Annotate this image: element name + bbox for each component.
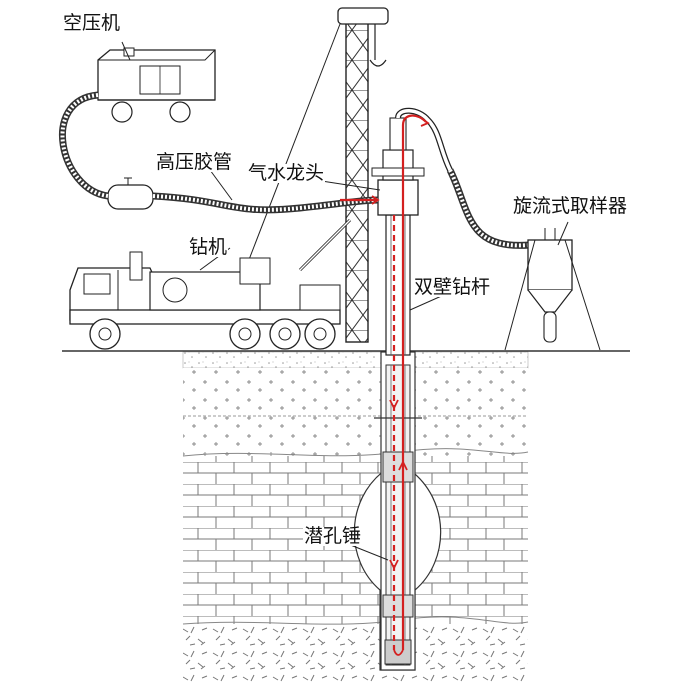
drill-pipe [386, 215, 410, 355]
label-compressor: 空压机 [62, 14, 121, 33]
drill-bit [385, 640, 411, 664]
guy-line [245, 24, 340, 270]
label-rig: 钻机 [188, 238, 228, 257]
label-swivel: 气水龙头 [247, 164, 325, 183]
label-pipe: 双壁钻杆 [413, 278, 491, 297]
cross-layer [183, 368, 528, 416]
air-compressor [98, 48, 215, 122]
label-hose: 高压胶管 [155, 153, 233, 172]
swivel-head [372, 111, 450, 215]
rubble-layer [183, 624, 528, 682]
air-tank [108, 178, 153, 209]
label-hammer: 潜孔锤 [303, 527, 362, 546]
crown-block [338, 8, 388, 24]
label-cyclone: 旋流式取样器 [512, 197, 628, 216]
hammer-body [386, 365, 410, 665]
topsoil-layer [183, 352, 528, 368]
